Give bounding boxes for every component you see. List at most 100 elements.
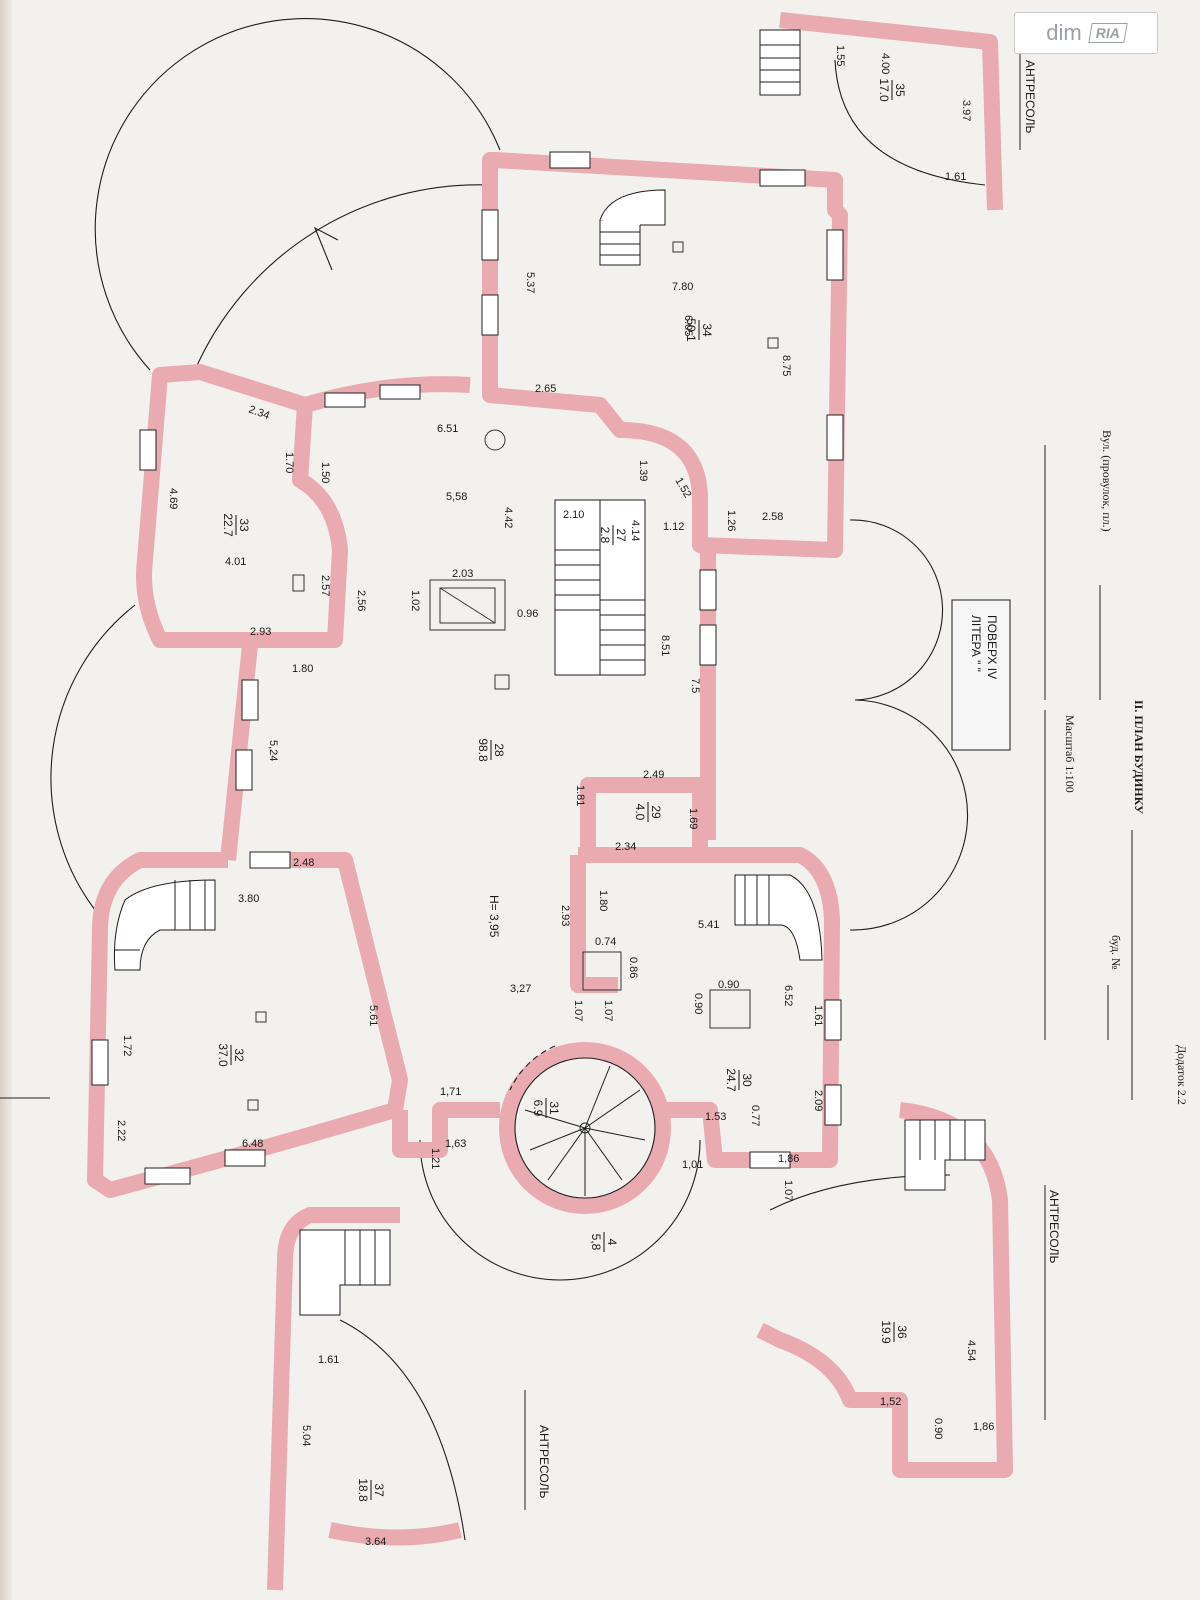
- vent-room32-b: [247, 1099, 259, 1111]
- dim-1.72: 1.72: [121, 1035, 133, 1056]
- stair-room-30: [734, 874, 823, 961]
- spiral-step-5: [584, 1127, 623, 1181]
- room-label-29: 29 4.0: [633, 802, 663, 822]
- room-label-28: 28 98.8: [476, 738, 506, 762]
- dim-2.34-a: 2.34: [247, 404, 271, 423]
- stair-room-34: [599, 189, 666, 266]
- window-17: [824, 999, 842, 1041]
- header-block: Додаток 2.2 ІІ. ПЛАН БУДИНКУ Вул. (прову…: [0, 430, 1189, 1105]
- appendix-label: Додаток 2.2: [1175, 1045, 1189, 1105]
- mezz37-walls: [267, 1207, 400, 1591]
- spiral-door-swing: [509, 1045, 556, 1091]
- building-walls: [87, 152, 848, 1198]
- dim-2.22: 2.22: [115, 1120, 127, 1141]
- window-18: [824, 1084, 842, 1126]
- spiral-stair-31: [499, 1042, 671, 1214]
- dim-0.90-a: 0.90: [718, 979, 739, 991]
- room-label-27: 27 2.8: [598, 525, 628, 545]
- logo-dim-text: dim: [1046, 20, 1082, 45]
- scale-label: Масштаб 1:100: [1063, 715, 1077, 793]
- room-4-id: 4: [605, 1239, 619, 1246]
- dim-6.48: 6.48: [242, 1138, 263, 1150]
- stair-room-32: [113, 879, 216, 971]
- dim-2.10: 2.10: [563, 509, 584, 521]
- vent-room34-a: [672, 241, 684, 253]
- window-7: [139, 429, 157, 471]
- room-31-area: 6.9: [531, 1100, 545, 1117]
- dim-2.56: 2,56: [355, 590, 367, 611]
- dim-1.71: 1,71: [440, 1086, 461, 1098]
- stairwell-void-diagonal: [439, 587, 496, 624]
- windows: [91, 151, 844, 1185]
- room-29-area: 4.0: [633, 804, 647, 821]
- stair34-curve: [599, 189, 666, 226]
- floor-label-box: ПОВЕРХ IV ЛІТЕРА " ": [951, 599, 1011, 751]
- dim-1.21: 1.21: [429, 1148, 441, 1169]
- dim-5.41: 5.41: [698, 919, 719, 931]
- room-35-id: 35: [893, 83, 907, 97]
- dim-3.97: 3.97: [960, 100, 972, 121]
- dim-5.24: 5,24: [267, 740, 279, 761]
- room-label-32: 32 37.0: [216, 1043, 246, 1067]
- spiral-step-6: [584, 1127, 646, 1141]
- dim-6.52: 6.52: [782, 985, 794, 1006]
- dim-4.54: 4.54: [965, 1340, 977, 1361]
- dim-1.80-a: 1.80: [292, 663, 313, 675]
- dim-1.80-b: 1.80: [597, 890, 609, 911]
- room-label-34: 34 50.1: [684, 318, 714, 342]
- mezz37-bottom-wall: [328, 1522, 462, 1546]
- floor-box-line2: ЛІТЕРА " ": [969, 615, 983, 672]
- dim-3.27: 3,27: [510, 983, 531, 995]
- fixtures: [247, 241, 779, 1111]
- spiral-step-8: [584, 1065, 611, 1129]
- dim-2.93-b: 2.93: [559, 905, 571, 926]
- window-1: [549, 151, 591, 169]
- page-edge-shadow: [0, 0, 12, 1600]
- spiral-wall: [499, 1042, 671, 1214]
- dim-1.07-a: 1.07: [572, 1000, 584, 1021]
- building-label: буд. №: [1109, 935, 1123, 969]
- window-3: [826, 229, 844, 281]
- room-label-33: 33 22.7: [221, 513, 251, 537]
- dim-4.14: 4.14: [629, 520, 641, 541]
- room32-walls: [87, 852, 408, 1198]
- mezzanine-label-top: АНТРЕСОЛЬ: [1023, 60, 1037, 133]
- room-34-area: 50.1: [684, 318, 698, 342]
- dim-2.65: 2.65: [535, 383, 556, 395]
- room-30-area: 24.7: [724, 1068, 738, 1092]
- room-27-area: 2.8: [598, 527, 612, 544]
- mezzanine-37: [267, 1207, 466, 1591]
- dim-3.80: 3.80: [238, 893, 259, 905]
- room-35-area: 17.0: [877, 78, 891, 102]
- room-29-id: 29: [649, 805, 663, 819]
- ceiling-height-label: Н= 3,95: [487, 895, 501, 938]
- room-label-30: 30 24.7: [724, 1068, 754, 1092]
- swing-arc-bottom: [419, 1139, 701, 1281]
- room-31-id: 31: [547, 1101, 561, 1115]
- vent-room33: [292, 574, 305, 592]
- vent-room34-b: [767, 337, 779, 349]
- dim-0.90-c: 0.90: [932, 1418, 944, 1439]
- window-8: [324, 392, 366, 408]
- room-labels: 35 17.0 34 50.1 33 22.7 27 2.8 28: [216, 78, 909, 1502]
- dim-1.81: 1.81: [574, 785, 586, 806]
- spiral-inner-edge: [514, 1057, 656, 1199]
- room-label-37: 37 18.8: [356, 1478, 386, 1502]
- mezzanine-labels: АНТРЕСОЛЬ АНТРЕСОЛЬ АНТРЕСОЛЬ: [524, 45, 1061, 1510]
- spiral-step-2: [529, 1127, 586, 1151]
- room-34-id: 34: [700, 323, 714, 337]
- dim-1.07-c: 1.07: [782, 1180, 794, 1201]
- dim-1.61-c: 1.61: [318, 1354, 339, 1366]
- window-12: [241, 679, 259, 721]
- room-33-area: 22.7: [221, 513, 235, 537]
- window-20: [249, 851, 291, 869]
- mezzanine-label-right: АНТРЕСОЛЬ: [1047, 1190, 1061, 1263]
- room-32-area: 37.0: [216, 1043, 230, 1067]
- dim-0.77: 0.77: [749, 1105, 761, 1126]
- shaft: [582, 951, 622, 991]
- dim-8.75: 8.75: [780, 355, 792, 376]
- dim-6.51: 6.51: [437, 423, 458, 435]
- dim-4.01: 4.01: [225, 556, 246, 568]
